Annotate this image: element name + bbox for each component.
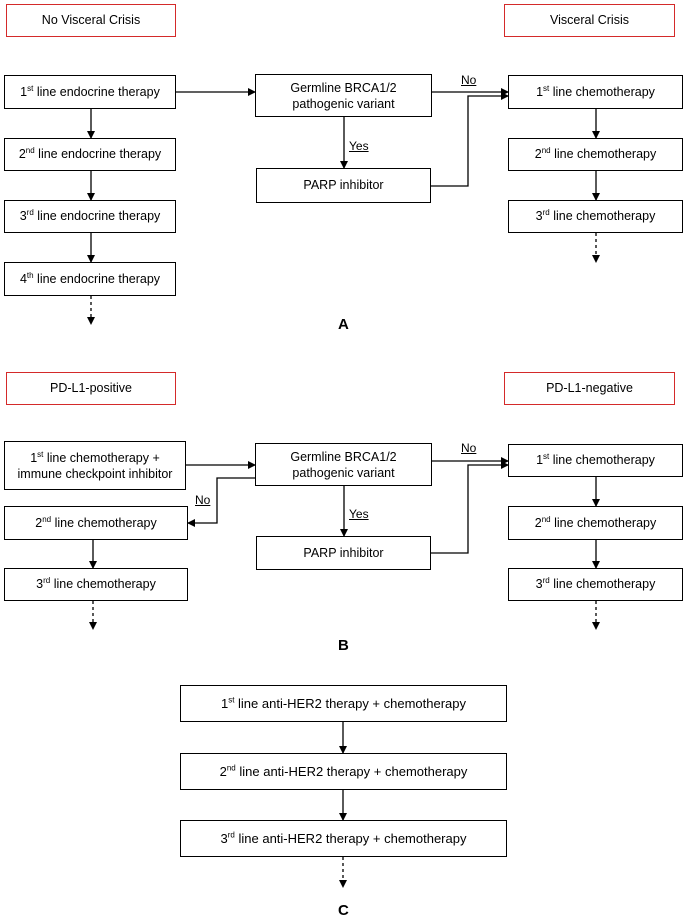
a-chemo-1: 1st line chemotherapy [508,75,683,109]
b-parp-inhibitor: PARP inhibitor [256,536,431,570]
c-her2-1: 1st line anti-HER2 therapy + chemotherap… [180,685,507,722]
b-chemo-3: 3rd line chemotherapy [508,568,683,601]
panel-letter-c: C [338,902,349,919]
header-label: Visceral Crisis [550,13,629,27]
b-yes-label: Yes [349,507,369,521]
b-left-chemo-2: 2nd line chemotherapy [4,506,188,540]
panel-letter-b: B [338,637,349,654]
b-no-label-left: No [195,493,211,507]
a-endocrine-1: 1st line endocrine therapy [4,75,176,109]
a-yes-label: Yes [349,139,369,153]
header-visceral-crisis: Visceral Crisis [504,4,675,37]
arrow-a-parp-chemo1 [431,92,509,187]
a-brca-decision: Germline BRCA1/2 pathogenic variant [255,74,432,117]
a-endocrine-3: 3rd line endocrine therapy [4,200,176,233]
b-no-label-right: No [461,441,477,455]
b-chemo-2: 2nd line chemotherapy [508,506,683,540]
panel-letter-a: A [338,316,349,333]
b-brca-decision: Germline BRCA1/2 pathogenic variant [255,443,432,486]
b-first-line-ici: 1st line chemotherapy + immune checkpoin… [4,441,186,490]
header-label: No Visceral Crisis [41,13,141,27]
c-her2-2: 2nd line anti-HER2 therapy + chemotherap… [180,753,507,790]
arrow-b-parp-chemo1 [431,461,509,554]
a-no-label: No [461,73,477,87]
header-pdl1-positive: PD-L1-positive [6,372,176,405]
b-chemo-1: 1st line chemotherapy [508,444,683,477]
a-chemo-3: 3rd line chemotherapy [508,200,683,233]
arrow-b-brca-left-chemo2 [187,477,258,527]
a-chemo-2: 2nd line chemotherapy [508,138,683,171]
a-parp-inhibitor: PARP inhibitor [256,168,431,203]
header-pdl1-negative: PD-L1-negative [504,372,675,405]
a-endocrine-4: 4th line endocrine therapy [4,262,176,296]
c-her2-3: 3rd line anti-HER2 therapy + chemotherap… [180,820,507,857]
header-no-visceral-crisis: No Visceral Crisis [6,4,176,37]
header-label: PD-L1-positive [50,381,132,395]
b-left-chemo-3: 3rd line chemotherapy [4,568,188,601]
a-endocrine-2: 2nd line endocrine therapy [4,138,176,171]
header-label: PD-L1-negative [546,381,633,395]
